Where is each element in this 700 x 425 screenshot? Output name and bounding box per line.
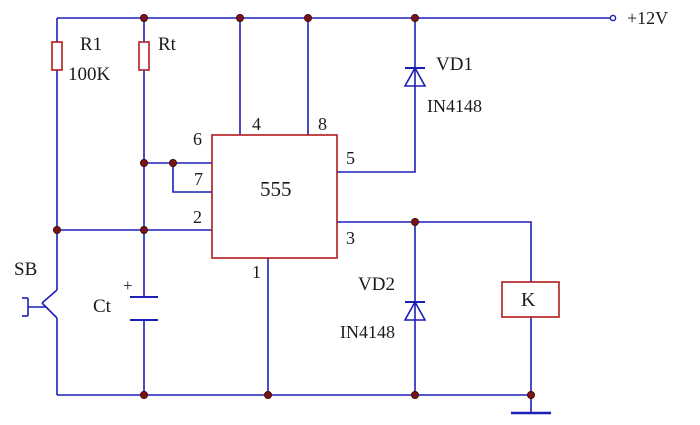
pin4-label: 4 — [252, 114, 261, 134]
rt-resistor-icon — [138, 41, 150, 71]
pin3-output-wire — [337, 221, 532, 282]
pin7-label: 7 — [194, 169, 203, 189]
pin7-wire — [172, 163, 212, 193]
junction-node — [527, 390, 536, 399]
junction-node — [168, 158, 177, 167]
wires — [56, 17, 610, 413]
pin8-label: 8 — [318, 114, 327, 134]
junction-node — [139, 225, 148, 234]
junction-node — [410, 390, 419, 399]
ct-capacitor-icon — [130, 296, 158, 321]
r1-ref-label: R1 — [80, 34, 102, 55]
rt-ref-label: Rt — [158, 34, 177, 55]
junction-node — [410, 13, 419, 22]
junction-node — [263, 390, 272, 399]
junction-node — [139, 158, 148, 167]
vd1-value-label: IN4148 — [427, 96, 482, 116]
supply-terminal-icon — [609, 14, 617, 22]
vd1-ref-label: VD1 — [436, 54, 473, 75]
pin3-label: 3 — [346, 228, 355, 248]
junction-nodes — [53, 13, 536, 399]
ct-ref-label: Ct — [93, 296, 112, 317]
ic-555-body — [211, 134, 338, 259]
junction-node — [53, 225, 62, 234]
ct-polarity-label: + — [123, 276, 133, 295]
r1-value-label: 100K — [68, 64, 111, 85]
junction-node — [235, 13, 244, 22]
ic-name-label: 555 — [260, 177, 292, 201]
pin6-label: 6 — [193, 129, 202, 149]
pin1-label: 1 — [252, 262, 261, 282]
junction-node — [303, 13, 312, 22]
pin5-label: 5 — [346, 148, 355, 168]
junction-node — [410, 217, 419, 226]
vd2-diode-icon — [403, 294, 427, 322]
vd1-diode-icon — [403, 60, 427, 88]
r1-resistor-icon — [51, 41, 63, 71]
relay-k-body — [501, 281, 560, 318]
junction-node — [139, 13, 148, 22]
vd2-value-label: IN4148 — [340, 322, 395, 342]
sb-switch-icon — [22, 289, 58, 319]
vd2-ref-label: VD2 — [358, 274, 395, 295]
relay-k-label: K — [521, 289, 536, 311]
junction-node — [139, 390, 148, 399]
pin5-wire — [337, 88, 416, 173]
pin2-label: 2 — [193, 207, 202, 227]
supply-label: +12V — [627, 8, 668, 28]
sb-ref-label: SB — [14, 259, 37, 280]
